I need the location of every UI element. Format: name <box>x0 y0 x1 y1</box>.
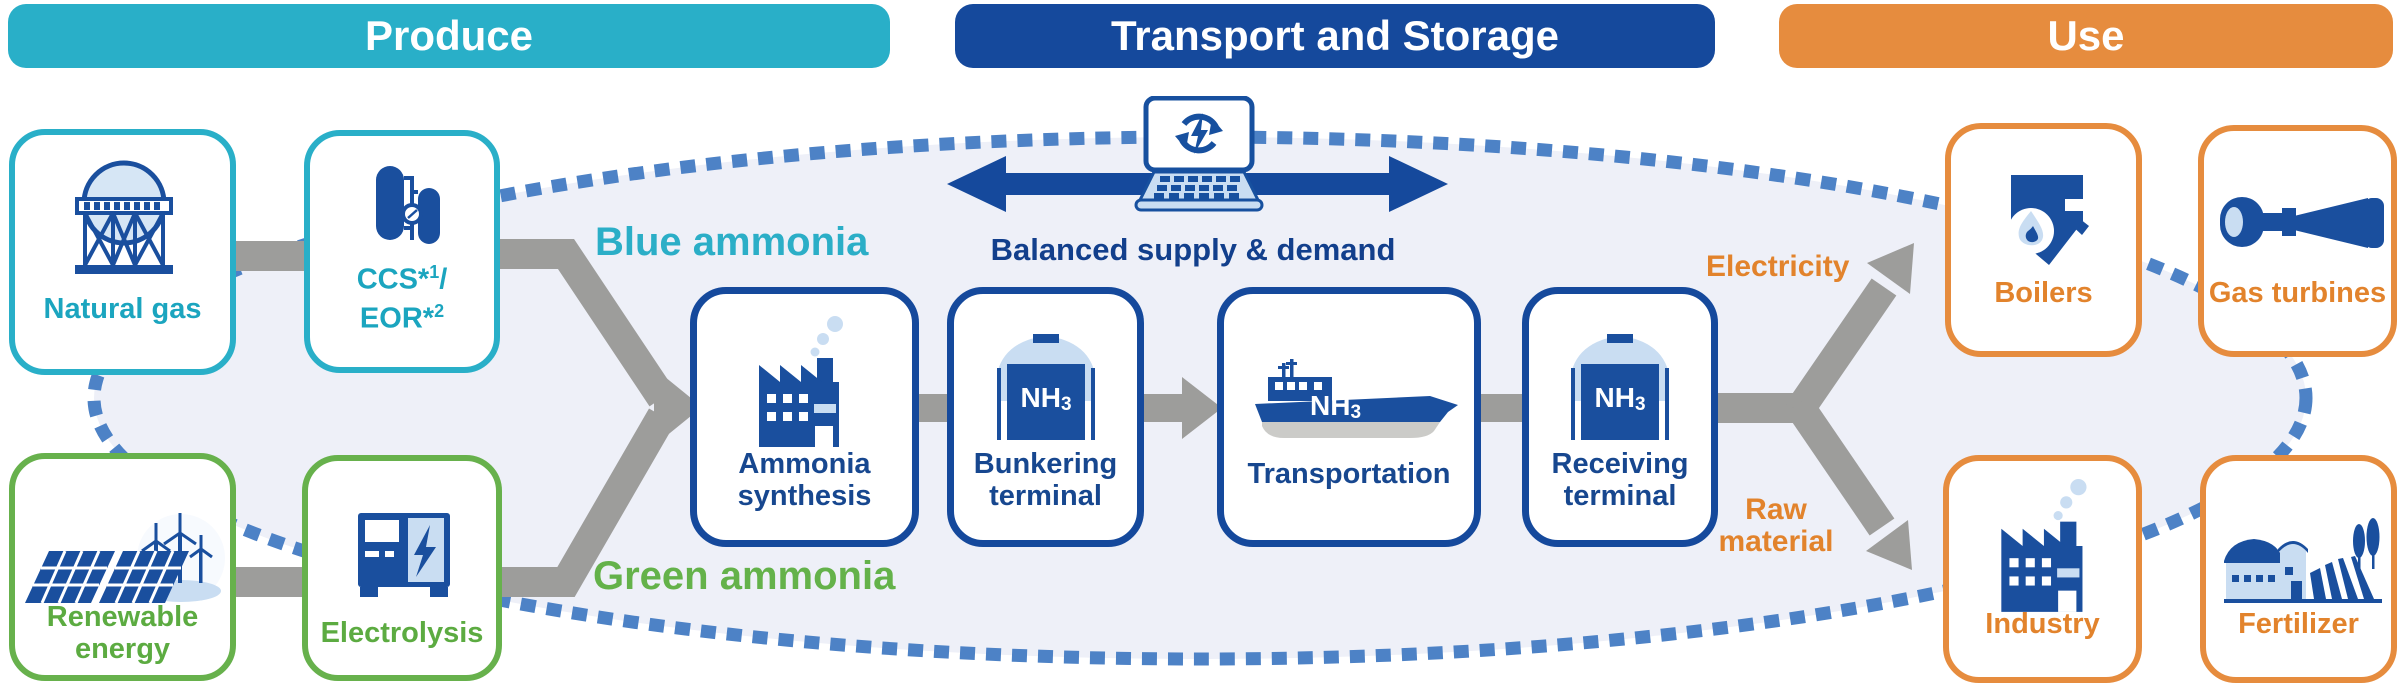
header-transport-storage-label: Transport and Storage <box>1110 12 1560 59</box>
transportation-box: NH3 Transportation <box>1217 287 1481 547</box>
renewable-energy-label: Renewable energy <box>46 601 199 665</box>
farm-icon <box>2224 518 2382 603</box>
green-ammonia-label: Green ammonia <box>593 554 896 598</box>
boilers-box: Boilers <box>1945 123 2142 357</box>
nh3-text: NH3 <box>1310 390 1362 423</box>
raw-material-label: Raw material <box>1690 494 1862 558</box>
gray-arrowheads <box>654 243 1914 570</box>
electrolyzer-icon <box>358 513 450 597</box>
natural-gas-label: Natural gas <box>43 293 202 325</box>
gas-turbines-label: Gas turbines <box>2208 277 2387 309</box>
renewable-energy-box: Renewable energy <box>9 453 236 681</box>
nh3-text: NH3 <box>1020 382 1072 415</box>
gas-turbines-box: Gas turbines <box>2198 125 2397 357</box>
blue-ammonia-label: Blue ammonia <box>595 220 869 264</box>
gas-turbine-icon <box>2220 197 2384 248</box>
raw-material-line2: material <box>1718 525 1834 558</box>
receiving-terminal-box: NH3 Receiving terminal <box>1522 287 1718 547</box>
header-use: Use <box>1779 4 2393 68</box>
industry-label: Industry <box>1985 608 2100 640</box>
nh3-tank-icon: NH3 <box>997 334 1095 440</box>
ammonia-synthesis-label: Ammonia synthesis <box>737 448 872 512</box>
ammonia-plant-icon <box>759 316 843 447</box>
ccs-eor-label: CCS*1/ EOR*2 <box>356 261 448 335</box>
gray-flow-lines <box>236 239 1897 597</box>
raw-material-line1: Raw <box>1745 493 1807 526</box>
solar-wind-icon <box>25 513 225 604</box>
nh3-tank-icon: NH3 <box>1571 334 1669 440</box>
electricity-label: Electricity <box>1706 250 1850 283</box>
gas-holder-icon <box>75 160 173 274</box>
fertilizer-label: Fertilizer <box>2238 608 2359 640</box>
factory-icon <box>2001 479 2087 612</box>
fertilizer-box: Fertilizer <box>2200 455 2397 683</box>
ccs-plant-icon <box>376 166 440 244</box>
ammonia-synthesis-box: Ammonia synthesis <box>690 287 919 547</box>
ccs-eor-box: CCS*1/ EOR*2 <box>304 130 500 373</box>
bunkering-terminal-label: Bunkering terminal <box>973 448 1118 512</box>
boilers-label: Boilers <box>1994 277 2093 309</box>
laptop-sync-icon <box>1124 96 1274 216</box>
header-transport-storage: Transport and Storage <box>955 4 1715 68</box>
nh3-ship-icon: NH3 <box>1252 358 1460 442</box>
header-use-label: Use <box>2047 12 2125 59</box>
electrolysis-box: Electrolysis <box>302 455 502 681</box>
industry-box: Industry <box>1943 455 2142 683</box>
balanced-supply-demand-label: Balanced supply & demand <box>990 232 1396 267</box>
header-produce: Produce <box>8 4 890 68</box>
transportation-label: Transportation <box>1247 458 1451 490</box>
receiving-terminal-label: Receiving terminal <box>1551 448 1689 512</box>
natural-gas-box: Natural gas <box>9 129 236 375</box>
nh3-text: NH3 <box>1594 382 1646 415</box>
header-produce-label: Produce <box>364 12 534 59</box>
bunkering-terminal-box: NH3 Bunkering terminal <box>947 287 1144 547</box>
electrolysis-label: Electrolysis <box>320 617 484 649</box>
boiler-icon <box>2008 175 2089 265</box>
